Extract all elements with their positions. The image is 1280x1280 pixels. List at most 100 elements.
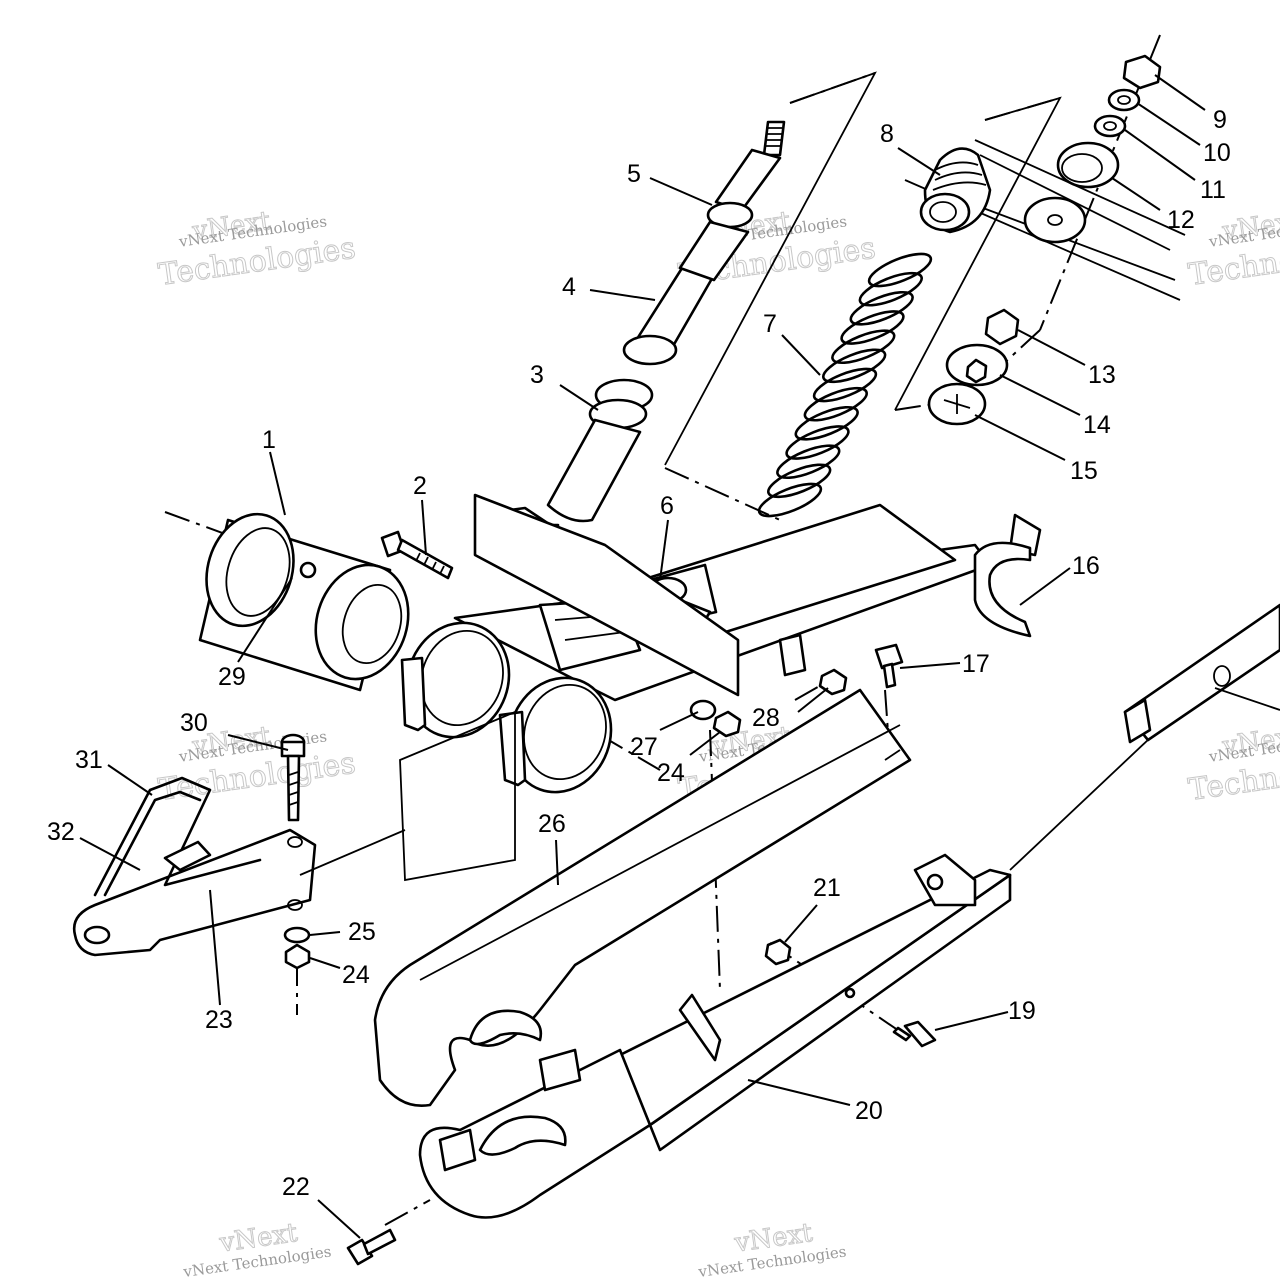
spring-coil bbox=[867, 252, 933, 288]
watermark: vNext Technologies vNext Technologies bbox=[1186, 721, 1280, 809]
callout-30: 30 bbox=[180, 709, 208, 737]
lower-arm-bracket bbox=[913, 853, 977, 907]
lower-arm-bracket-hole bbox=[926, 873, 944, 891]
bracket-assembly bbox=[72, 776, 406, 957]
callout-23: 23 bbox=[205, 1006, 233, 1034]
lower-mount-hardware bbox=[927, 308, 1020, 426]
callout-9: 9 bbox=[1213, 106, 1227, 134]
rail-guide bbox=[1009, 737, 1151, 871]
callout-7: 7 bbox=[763, 310, 777, 338]
bracket-31 bbox=[93, 776, 262, 897]
shock-rod-5 bbox=[714, 148, 782, 212]
bracket-hardware bbox=[280, 733, 311, 970]
callout-24-lower: 24 bbox=[342, 961, 370, 989]
spring-coil bbox=[794, 405, 859, 441]
mount-guide bbox=[664, 71, 877, 466]
housing-cutout bbox=[468, 1009, 543, 1046]
bolt-2-thread bbox=[415, 552, 445, 575]
washer-27 bbox=[689, 699, 717, 721]
callout-12: 12 bbox=[1167, 206, 1195, 234]
callout-20: 20 bbox=[855, 1097, 883, 1125]
axis-line bbox=[664, 467, 781, 521]
callout-11: 11 bbox=[1200, 176, 1226, 204]
bolt-17-head bbox=[874, 643, 904, 670]
pivot-tube-bore-right bbox=[341, 583, 403, 665]
lower-arm-20 bbox=[418, 853, 1012, 1219]
frame-rail bbox=[974, 204, 1176, 281]
bushing-upper-hole bbox=[1047, 214, 1063, 226]
swing-arm-frame bbox=[453, 493, 1042, 702]
frame-mount-plate bbox=[473, 493, 740, 697]
coil-spring-7 bbox=[757, 252, 933, 518]
leader-26 bbox=[555, 839, 559, 886]
pivot-tube-hole bbox=[299, 561, 317, 579]
nut-9 bbox=[1122, 54, 1162, 90]
frame-tab bbox=[778, 633, 807, 677]
clamp-bracket-plate bbox=[399, 710, 516, 882]
washer-15-cross bbox=[943, 394, 971, 414]
leader-9 bbox=[1154, 74, 1206, 111]
callout-16: 16 bbox=[1072, 552, 1100, 580]
callout-15: 15 bbox=[1070, 457, 1098, 485]
leader-21 bbox=[784, 904, 818, 943]
pivot-tube-ring-left bbox=[225, 527, 291, 617]
rail-section bbox=[1009, 603, 1280, 871]
leader-2 bbox=[421, 499, 427, 556]
callout-14: 14 bbox=[1083, 411, 1111, 439]
shock-absorber bbox=[503, 120, 786, 582]
bushing-12-inner bbox=[1061, 153, 1103, 183]
callout-17: 17 bbox=[962, 650, 990, 678]
nut-24 bbox=[284, 943, 311, 970]
bolt-30-head bbox=[280, 740, 306, 758]
clamp-ring-left-clip bbox=[400, 656, 427, 732]
bolt-22-head bbox=[346, 1238, 374, 1266]
bolt-30-thread bbox=[288, 771, 299, 806]
leader-7 bbox=[781, 334, 821, 376]
bolt-19-head bbox=[903, 1020, 937, 1048]
leader-20 bbox=[747, 1079, 851, 1106]
housing-edge-2 bbox=[419, 724, 901, 981]
washer-25 bbox=[283, 926, 311, 944]
housing-edge bbox=[409, 689, 861, 966]
watermark: vNext vNext Technologies bbox=[696, 1217, 847, 1280]
lower-arm-tab bbox=[678, 993, 722, 1062]
leader-10 bbox=[1136, 102, 1201, 146]
callout-3: 3 bbox=[530, 361, 544, 389]
leader-lines bbox=[79, 74, 1206, 1239]
spring-coil bbox=[831, 329, 896, 365]
arm-housing-26 bbox=[373, 688, 912, 1108]
callout-32: 32 bbox=[47, 818, 75, 846]
lower-arm-clip-bottom bbox=[438, 1128, 477, 1172]
callout-28: 28 bbox=[752, 704, 780, 732]
callout-1: 1 bbox=[262, 426, 276, 454]
pivot-tube-end-right bbox=[314, 563, 410, 681]
callout-labels: 1 2 3 4 5 6 7 8 9 10 11 12 13 14 15 16 1… bbox=[47, 106, 1231, 1201]
rail-guide bbox=[1214, 687, 1280, 711]
bolt-19-shank bbox=[892, 1026, 912, 1042]
callout-24-upper: 24 bbox=[657, 759, 685, 787]
leader-22 bbox=[317, 1199, 361, 1239]
leader-11 bbox=[1124, 129, 1196, 181]
retainer-bore bbox=[929, 201, 957, 223]
callout-5: 5 bbox=[627, 160, 641, 188]
leader-13 bbox=[1017, 329, 1086, 366]
leader-17 bbox=[899, 662, 961, 669]
leader-5 bbox=[649, 177, 713, 206]
callout-27: 27 bbox=[630, 733, 658, 761]
arm-hole bbox=[844, 987, 856, 999]
leader-25 bbox=[309, 931, 341, 936]
leader-6 bbox=[659, 519, 669, 581]
spring-coil bbox=[757, 482, 823, 518]
spring-coil bbox=[785, 425, 850, 460]
lower-arm-cutout bbox=[478, 1115, 567, 1156]
clamp-ring-right-clip bbox=[498, 710, 527, 787]
bolt-30-shank bbox=[286, 754, 301, 822]
lower-arm-clip-top bbox=[538, 1048, 582, 1092]
shock-body-top bbox=[678, 220, 750, 282]
clamp-16 bbox=[973, 541, 1032, 638]
spring-coil bbox=[822, 348, 887, 384]
spring-retainer-8 bbox=[919, 147, 992, 234]
callout-6: 6 bbox=[660, 492, 674, 520]
spring-coil bbox=[840, 310, 905, 345]
